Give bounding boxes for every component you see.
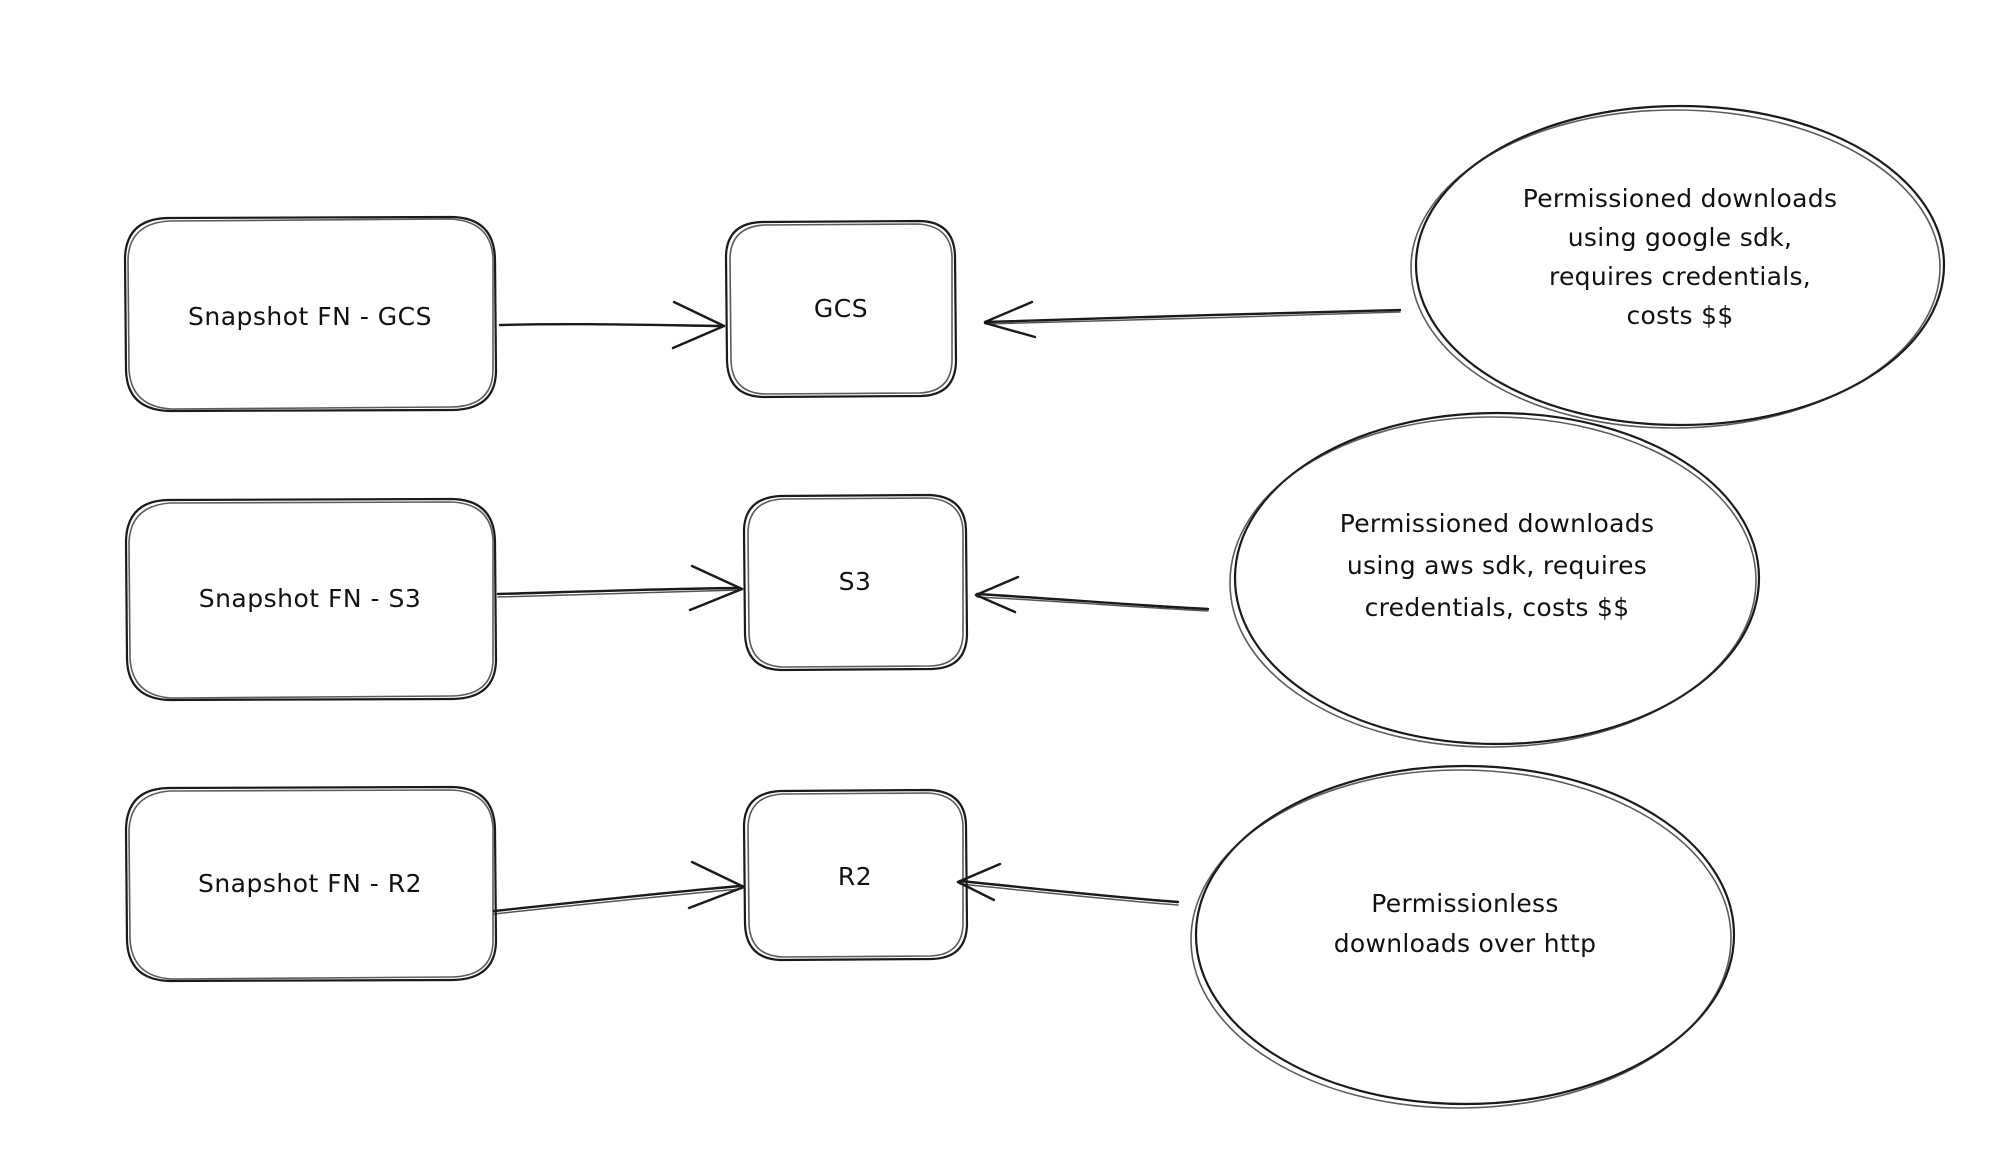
note-s3[interactable]: Permissioned downloads using aws sdk, re… bbox=[1229, 411, 1761, 748]
node-label-snapshot-fn-gcs: Snapshot FN - GCS bbox=[188, 302, 432, 331]
node-label-s3: S3 bbox=[839, 567, 872, 596]
node-snapshot-fn-s3[interactable]: Snapshot FN - S3 bbox=[124, 497, 498, 702]
note-gcs-line-3: requires credentials, bbox=[1549, 262, 1811, 291]
node-r2[interactable]: R2 bbox=[742, 788, 969, 962]
note-r2-line-2: downloads over http bbox=[1334, 929, 1597, 958]
node-label-gcs: GCS bbox=[814, 294, 868, 323]
node-gcs[interactable]: GCS bbox=[724, 219, 958, 399]
note-gcs[interactable]: Permissioned downloads using google sdk,… bbox=[1410, 104, 1946, 429]
note-s3-line-1: Permissioned downloads bbox=[1340, 509, 1655, 538]
note-r2-line-1: Permissionless bbox=[1371, 889, 1558, 918]
node-s3[interactable]: S3 bbox=[742, 493, 969, 672]
node-snapshot-fn-gcs[interactable]: Snapshot FN - GCS bbox=[123, 215, 498, 413]
node-label-r2: R2 bbox=[838, 862, 872, 891]
edge-snapshot-gcs-to-gcs bbox=[498, 300, 726, 350]
note-s3-line-2: using aws sdk, requires bbox=[1347, 551, 1647, 580]
note-gcs-line-1: Permissioned downloads bbox=[1523, 184, 1838, 213]
note-gcs-line-2: using google sdk, bbox=[1568, 223, 1793, 252]
note-gcs-line-4: costs $$ bbox=[1626, 301, 1733, 330]
edge-snapshot-r2-to-r2 bbox=[492, 860, 746, 915]
note-r2[interactable]: Permissionless downloads over http bbox=[1190, 764, 1736, 1109]
edge-note-r2-to-r2 bbox=[956, 862, 1180, 906]
node-label-snapshot-fn-r2: Snapshot FN - R2 bbox=[198, 869, 422, 898]
node-snapshot-fn-r2[interactable]: Snapshot FN - R2 bbox=[124, 785, 498, 983]
edge-note-s3-to-s3 bbox=[974, 575, 1210, 614]
node-label-snapshot-fn-s3: Snapshot FN - S3 bbox=[199, 584, 422, 613]
edge-snapshot-s3-to-s3 bbox=[496, 564, 744, 612]
note-s3-line-3: credentials, costs $$ bbox=[1365, 593, 1630, 622]
edge-note-gcs-to-gcs bbox=[983, 300, 1402, 339]
